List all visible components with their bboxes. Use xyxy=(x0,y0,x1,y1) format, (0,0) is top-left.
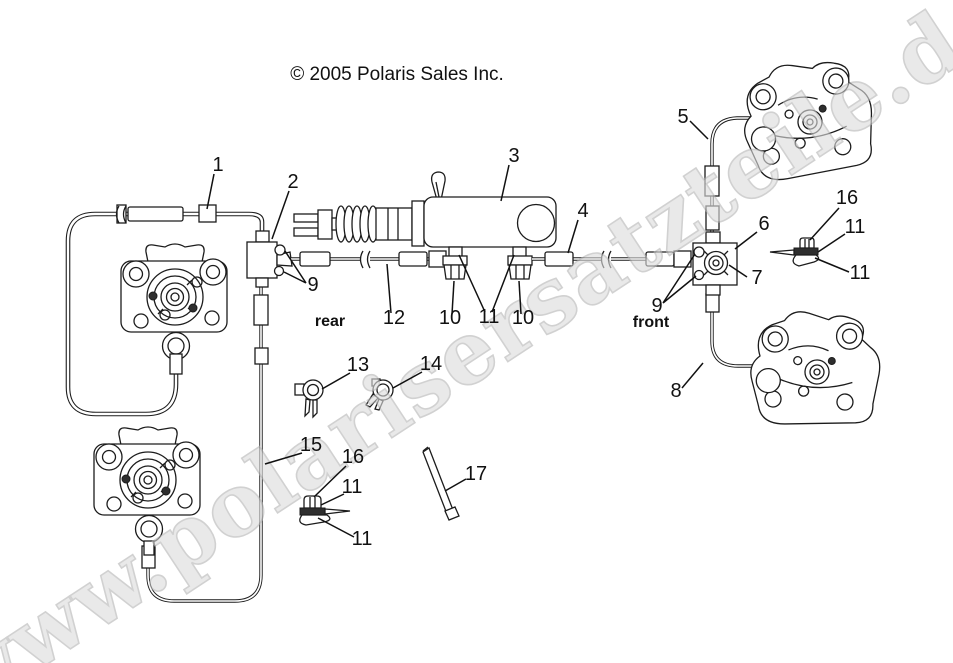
callout-11-right-lower: 11 xyxy=(850,262,871,284)
brake-line-4 xyxy=(530,250,693,269)
callout-11-mid-upper: 11 xyxy=(342,476,363,498)
bleeder-fitting xyxy=(693,246,705,258)
callout-1: 1 xyxy=(212,154,223,176)
master-cylinder xyxy=(293,171,557,280)
callout-13: 13 xyxy=(347,354,369,376)
callout-14: 14 xyxy=(420,353,442,375)
callout-7: 7 xyxy=(751,267,762,289)
bleeder-fitting xyxy=(274,244,286,256)
callout-16-right: 16 xyxy=(836,187,858,209)
rear-brake-hose-upper-loop xyxy=(68,204,262,414)
clip-13 xyxy=(294,379,324,419)
brake-line-12 xyxy=(289,250,447,269)
callout-12: 12 xyxy=(383,307,405,329)
callout-10-left: 10 xyxy=(439,307,461,329)
callout-15: 15 xyxy=(300,434,322,456)
callout-11-master: 11 xyxy=(479,306,500,328)
callout-16-mid: 16 xyxy=(342,446,364,468)
callout-4: 4 xyxy=(577,200,588,222)
center-fitting-7 xyxy=(703,250,729,276)
front-junction-block xyxy=(692,231,738,296)
callout-9-front: 9 xyxy=(651,295,662,317)
rear-brake-caliper-upper xyxy=(120,243,228,375)
reservoir-lever xyxy=(430,171,446,201)
callout-8: 8 xyxy=(670,380,681,402)
clip-14 xyxy=(365,378,394,411)
rear-junction-block xyxy=(246,230,293,288)
callout-3: 3 xyxy=(508,145,519,167)
callout-9-rear: 9 xyxy=(307,274,318,296)
callout-2: 2 xyxy=(287,171,298,193)
copyright-text: © 2005 Polaris Sales Inc. xyxy=(290,64,504,85)
region-label-front: front xyxy=(633,314,670,331)
callout-17: 17 xyxy=(465,463,487,485)
region-label-rear: rear xyxy=(315,313,345,330)
bleeder-fitting xyxy=(693,269,705,281)
cable-tie-17 xyxy=(422,446,460,521)
callout-6: 6 xyxy=(758,213,769,235)
bleeder-fitting xyxy=(273,265,285,277)
banjo-fitting-right xyxy=(507,246,533,280)
callout-5: 5 xyxy=(677,106,688,128)
callout-11-mid-lower: 11 xyxy=(352,528,373,550)
callouts: 1 2 3 4 5 6 7 8 9 9 10 11 10 12 13 14 15… xyxy=(206,106,871,550)
callout-11-right-upper: 11 xyxy=(845,216,866,238)
banjo-fitting-left xyxy=(442,246,468,280)
hose-clamp-right xyxy=(769,237,820,267)
front-brake-caliper-lower xyxy=(746,307,884,432)
callout-10-right: 10 xyxy=(512,307,534,329)
